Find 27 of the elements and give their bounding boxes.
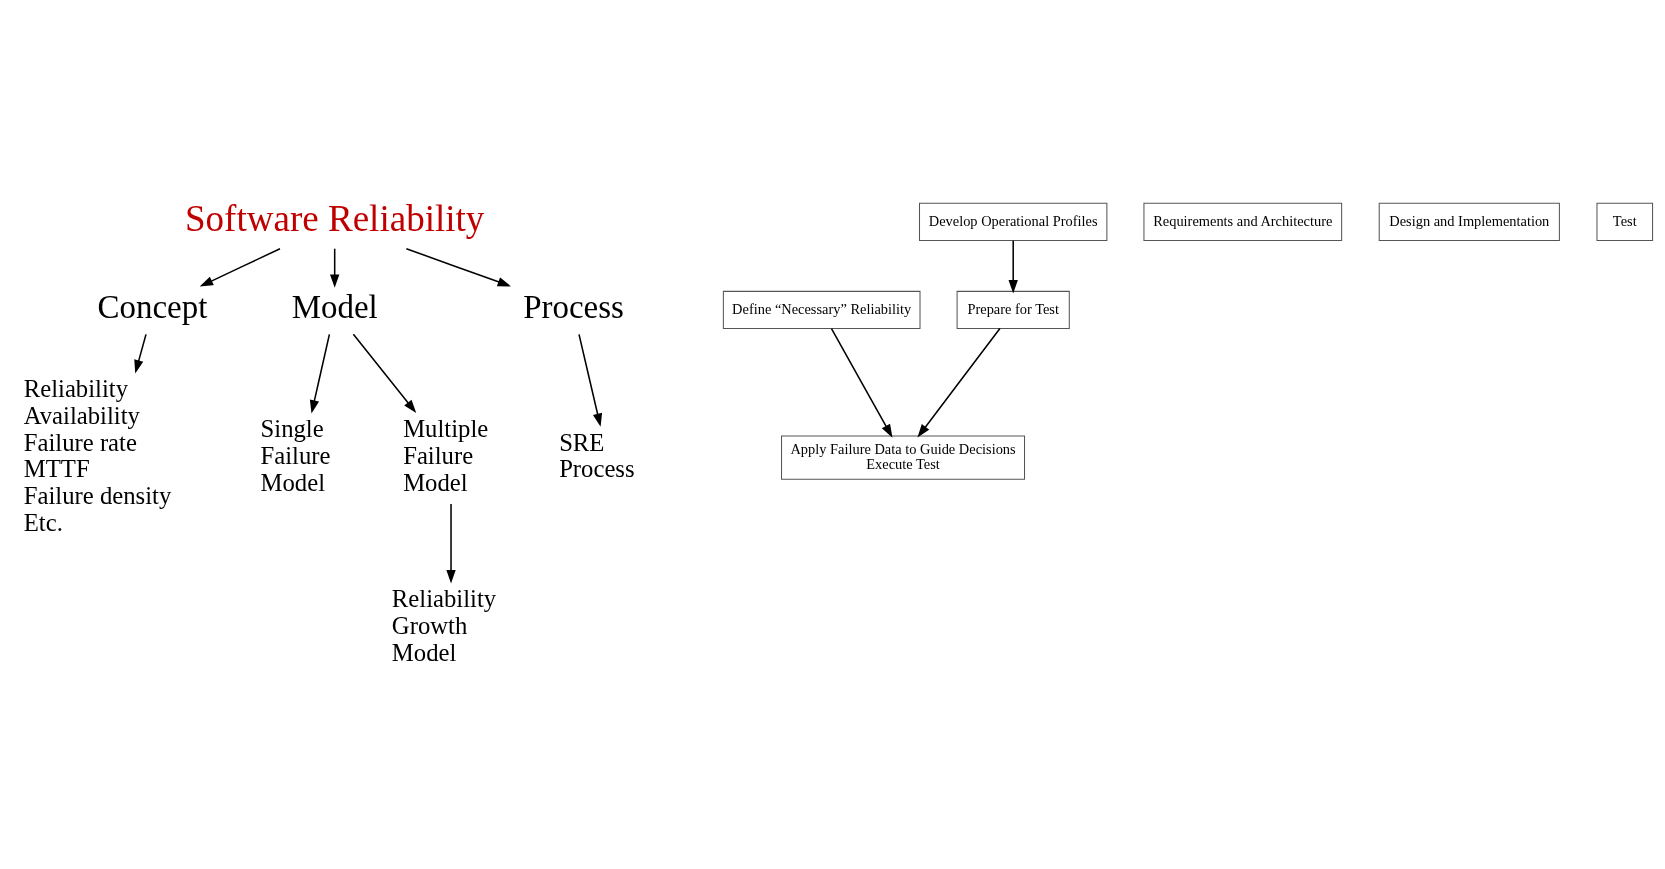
arrow: [830, 327, 893, 438]
arrow: [134, 333, 147, 374]
node-text: SRE Process: [559, 428, 635, 483]
arrow: [1008, 239, 1018, 294]
node-box: Prepare for Test: [956, 290, 1070, 329]
node-text: Reliability Growth Model: [391, 585, 497, 666]
arrow: [352, 333, 417, 414]
node-text: Concept: [97, 289, 208, 326]
node-box: Requirements and Architecture: [1143, 202, 1343, 241]
node-text: Software Reliability: [184, 197, 485, 239]
arrow: [446, 503, 456, 584]
arrow: [309, 333, 331, 414]
arrow: [578, 333, 603, 427]
node-box: Test: [1596, 202, 1654, 241]
arrow: [917, 327, 1001, 438]
node-box: Design and Implementation: [1378, 202, 1560, 241]
node-text: Process: [523, 289, 624, 326]
node-text: Multiple Failure Model: [403, 415, 489, 496]
arrow: [405, 247, 512, 287]
arrow: [330, 247, 340, 288]
node-box: Define “Necessary” Reliability: [722, 290, 921, 329]
node-text: Single Failure Model: [260, 415, 331, 496]
node-text: Model: [291, 289, 378, 326]
node-text: Reliability Availability Failure rate MTTF Failure density Etc.: [23, 375, 172, 536]
node-box: Apply Failure Data to Guide Decisions Execute Test: [781, 435, 1026, 480]
arrow: [199, 247, 281, 287]
node-box: Develop Operational Profiles: [919, 202, 1108, 241]
